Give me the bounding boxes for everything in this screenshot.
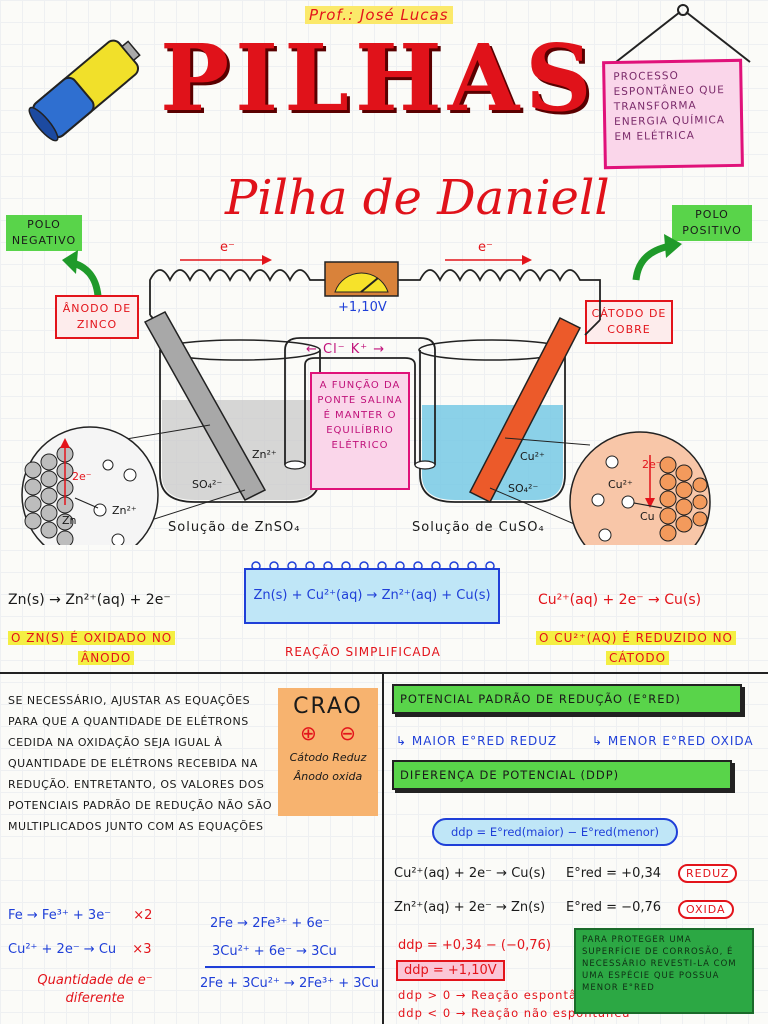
ddp-formula: ddp = E°red(maior) − E°red(menor) [432,818,678,846]
divider-vertical [382,672,384,1024]
ion-zn: Zn²⁺ [252,448,277,461]
zoom-cu-ion: Cu²⁺ [608,478,633,491]
corrosion-note: Para proteger uma superfície de corrosão… [574,928,754,1014]
potential-rule1: ↳ Maior E°red reduz [396,734,558,748]
balance-cu: Cu²⁺ + 2e⁻ → Cu ×3 [8,942,151,957]
beaker-right [419,350,566,503]
ddp-title: Diferença de potencial (ddp) [392,760,732,790]
ddp-result: ddp = +1,10V [396,960,505,981]
example-cu-equation: Cu²⁺(aq) + 2e⁻ → Cu(s) [394,866,546,881]
ion-so4-right: SO₄²⁻ [508,482,539,495]
note-anode-line1: O Zn(s) é oxidado no [8,631,176,645]
potential-title: Potencial padrão de redução (E°red) [392,684,742,714]
copper-zoom-circle [569,431,711,545]
definition-sign: Processo espontâneo que transforma energ… [602,58,744,170]
wire-left [149,269,325,315]
balance-sum-line [205,966,375,968]
zoom-zn-electrons: 2e⁻ [72,470,92,483]
battery-icon [28,39,141,142]
arrow-up-left-icon [62,250,102,297]
ddp-negative-rule: ddp < 0 → Reação não espontânea [398,1006,631,1020]
daniell-cell-diagram [21,255,711,545]
balance-r3: 2Fe + 3Cu²⁺ → 2Fe³⁺ + 3Cu [200,976,379,991]
salt-bridge-function: A função da ponte salina é manter o equi… [310,372,410,490]
plus-icon: ⊕ [300,721,317,745]
zoom-cu-electrons: 2e⁻ [642,458,662,471]
example-zn-potential: E°red = −0,76 [566,900,662,915]
example-zn-equation: Zn²⁺(aq) + 2e⁻ → Zn(s) [394,900,546,915]
crao-signs: ⊕ ⊖ [284,721,372,745]
equation-anode: Zn(s) → Zn²⁺(aq) + 2e⁻ [8,592,171,608]
zoom-zn-ion: Zn²⁺ [112,504,137,517]
zoom-zn-atom: Zn [62,514,77,527]
electron-label-right: e⁻ [478,240,493,255]
sign-hanger [615,4,751,63]
wire-right [398,269,601,320]
electron-label-left: e⁻ [220,240,235,255]
pole-positive-label: POLO POSITIVO [672,205,752,241]
note-cathode-line1: O Cu²⁺(aq) é reduzido no [536,631,736,645]
ion-so4-left: SO₄²⁻ [192,478,223,491]
balance-fe: Fe → Fe³⁺ + 3e⁻ ×2 [8,908,152,923]
balance-cu-mult: ×3 [132,942,152,957]
note-anode-line2: ânodo [78,651,135,665]
voltmeter-icon [324,261,399,297]
equation-cathode: Cu²⁺(aq) + 2e⁻ → Cu(s) [538,592,702,608]
anode-label: ÂNODO DE ZINCO [55,295,139,339]
arrow-up-right-icon [632,234,682,281]
cathode-label: CÁTODO DE COBRE [585,300,673,344]
balance-cu-eq: Cu²⁺ + 2e⁻ → Cu [8,942,117,957]
salt-bridge-ions: ← Cl⁻ K⁺ → [306,342,386,357]
adjust-paragraph: Se necessário, ajustar as equações para … [8,694,273,833]
crao-title: CRAO [293,694,363,719]
minus-icon: ⊖ [339,721,356,745]
crao-line2: Ânodo oxida [293,770,363,783]
zoom-cu-atom: Cu [640,510,655,523]
ion-cu: Cu²⁺ [520,450,545,463]
note-simplified: Reação simplificada [285,645,441,659]
balance-fe-mult: ×2 [133,908,153,923]
page-title: PILHAS [160,24,598,132]
ddp-calculation: ddp = +0,34 − (−0,76) [398,938,551,953]
balance-r2: 3Cu²⁺ + 6e⁻ → 3Cu [212,944,337,959]
zinc-electrode [143,311,267,501]
ddp-positive-rule: ddp > 0 → Reação espontânea [398,988,602,1002]
solution-left-label: Solução de ZnSO₄ [168,520,301,535]
note-cathode: O Cu²⁺(aq) é reduzido no cátodo [536,628,736,668]
salt-bridge [284,337,436,465]
balance-note: Quantidade de e⁻ diferente [37,973,153,1006]
tag-reduz: REDUZ [678,864,738,883]
tag-oxida: OXIDA [678,900,734,919]
copper-electrode [468,316,582,504]
divider-horizontal [0,672,768,674]
example-cu-potential: E°red = +0,34 [566,866,662,881]
voltage-label: +1,10V [338,300,387,315]
crao-box: CRAO ⊕ ⊖ Cátodo Reduz Ânodo oxida [278,688,378,816]
page-subtitle: Pilha de Daniell [225,170,610,226]
pole-negative-label: POLO NEGATIVO [6,215,82,251]
solution-right-label: Solução de CuSO₄ [412,520,545,535]
crao-line1: Cátodo Reduz [289,751,367,764]
equation-simplified: Zn(s) + Cu²⁺(aq) → Zn²⁺(aq) + Cu(s) [244,568,500,624]
note-cathode-line2: cátodo [606,651,670,665]
author: Prof.: José Lucas [305,6,453,24]
potential-rule2: ↳ Menor E°red oxida [592,734,754,748]
note-anode: O Zn(s) é oxidado no ânodo [8,628,176,668]
balance-r1: 2Fe → 2Fe³⁺ + 6e⁻ [210,916,330,931]
balance-fe-eq: Fe → Fe³⁺ + 3e⁻ [8,908,112,923]
zinc-zoom-circle [21,426,159,545]
